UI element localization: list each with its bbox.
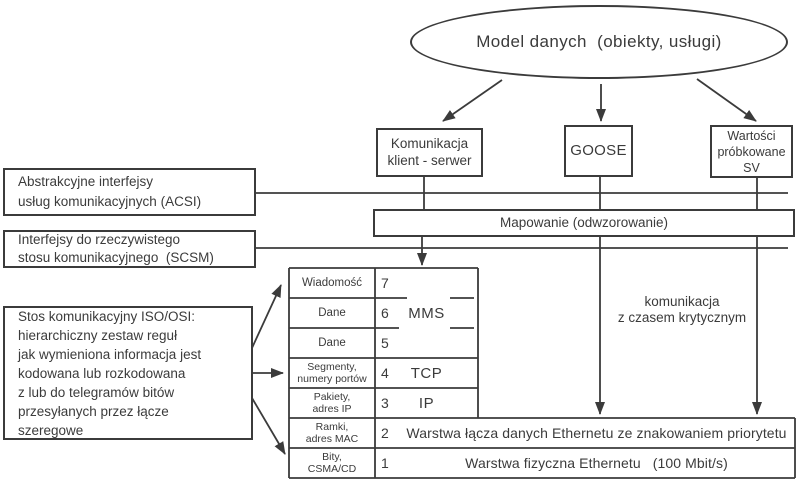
layer6-number-text: 6 — [381, 305, 389, 321]
osi-line-5: z lub do telegramów bitów — [18, 384, 175, 400]
layer1-description-text: Warstwa fizyczna Ethernetu (100 Mbit/s) — [465, 455, 728, 471]
layer4-number-text: 4 — [381, 365, 389, 381]
acsi-panel: Abstrakcyjne interfejsy usług komunikacy… — [3, 168, 256, 216]
mapping-label: Mapowanie (odwzorowanie) — [499, 214, 669, 230]
layer5-number: 5 — [381, 328, 401, 358]
layer2-label-line2: adres MAC — [305, 433, 359, 445]
sampled-values-box: Wartości próbkowane SV — [710, 125, 793, 178]
layer7-label-cell: Wiadomość — [289, 268, 375, 298]
sv-line1: Wartości — [727, 128, 776, 143]
layer1-number: 1 — [381, 448, 401, 478]
data-model-ellipse: Model danych (obiekty, usługi) — [410, 5, 788, 79]
scsm-line1: Interfejsy do rzeczywistego — [18, 232, 181, 247]
osi-line-7: szeregowe — [18, 422, 84, 438]
stack-table-mms-partial-separators — [375, 297, 474, 329]
arrow-osi-bottom — [251, 397, 286, 455]
critical-time-note: komunikacja z czasem krytycznym — [582, 292, 782, 328]
osi-stack-panel: Stos komunikacyjny ISO/OSI: hierarchiczn… — [3, 306, 253, 440]
arrow-model-to-sv — [696, 78, 757, 122]
osi-line-2: hierarchiczny zestaw reguł — [18, 327, 178, 343]
layer6-number: 6 — [381, 298, 401, 328]
layer1-label-line1: Bity, — [322, 451, 342, 463]
critical-time-line2: z czasem krytycznym — [617, 310, 747, 325]
osi-line-6: przesyłanych przez łącze — [18, 403, 169, 419]
layer5-number-text: 5 — [381, 335, 389, 351]
mapping-box: Mapowanie (odwzorowanie) — [373, 209, 795, 237]
layer3-label-cell: Pakiety, adres IP — [289, 388, 375, 418]
acsi-line1: Abstrakcyjne interfejsy — [18, 174, 154, 189]
layer7-number: 7 — [381, 268, 401, 298]
layer4-label-line1: Segmenty, — [307, 361, 357, 373]
data-model-label: Model danych (obiekty, usługi) — [476, 32, 722, 52]
goose-box: GOOSE — [564, 125, 633, 177]
layer3-label-line2: adres IP — [312, 403, 352, 415]
layer6-label-cell: Dane — [289, 298, 375, 328]
osi-line-3: jak wymieniona informacja jest — [18, 346, 202, 362]
osi-line-4: kodowana lub rozkodowana — [18, 365, 186, 381]
mms-protocol-label: MMS — [375, 298, 478, 328]
critical-time-line1: komunikacja — [644, 294, 720, 309]
arrow-model-to-client-server — [442, 79, 503, 122]
client-server-box: Komunikacja klient - serwer — [376, 128, 483, 177]
layer2-description: Warstwa łącza danych Ethernetu ze znakow… — [398, 418, 795, 448]
layer7-label: Wiadomość — [301, 277, 363, 289]
layer2-label-cell: Ramki, adres MAC — [289, 418, 375, 448]
layer4-label-cell: Segmenty, numery portów — [289, 358, 375, 388]
layer1-number-text: 1 — [381, 455, 389, 471]
layer4-label-line2: numery portów — [297, 373, 367, 385]
stack-table-grid — [288, 267, 796, 479]
scsm-panel: Interfejsy do rzeczywistego stosu komuni… — [3, 230, 256, 268]
client-server-line1: Komunikacja — [390, 135, 469, 151]
layer1-label-cell: Bity, CSMA/CD — [289, 448, 375, 478]
layer7-number-text: 7 — [381, 275, 389, 291]
sv-line2: próbkowane — [717, 144, 786, 159]
layer2-number: 2 — [381, 418, 401, 448]
arrow-osi-top — [251, 284, 282, 349]
layer5-label-cell: Dane — [289, 328, 375, 358]
layer1-label-line2: CSMA/CD — [307, 463, 357, 475]
acsi-line2: usług komunikacyjnych (ACSI) — [18, 194, 202, 209]
layer3-label-line1: Pakiety, — [313, 391, 351, 403]
layer5-label: Dane — [318, 337, 346, 349]
layer4-number: 4 — [381, 358, 401, 388]
ip-protocol-label: IP — [375, 388, 478, 418]
tcp-text: TCP — [410, 364, 443, 382]
scsm-line2: stosu komunikacyjnego (SCSM) — [18, 250, 214, 265]
layer6-label: Dane — [318, 307, 346, 319]
client-server-line2: klient - serwer — [387, 152, 472, 168]
layer2-number-text: 2 — [381, 425, 389, 441]
layer1-description: Warstwa fizyczna Ethernetu (100 Mbit/s) — [398, 448, 795, 478]
goose-label: GOOSE — [570, 141, 627, 159]
sv-line3: SV — [743, 160, 760, 175]
layer3-number: 3 — [381, 388, 401, 418]
layer2-label-line1: Ramki, — [315, 421, 349, 433]
mms-text: MMS — [408, 304, 445, 322]
layer2-description-text: Warstwa łącza danych Ethernetu ze znakow… — [406, 425, 787, 441]
osi-line-1: Stos komunikacyjny ISO/OSI: — [18, 308, 196, 324]
layer3-number-text: 3 — [381, 395, 389, 411]
ip-text: IP — [418, 394, 435, 412]
tcp-protocol-label: TCP — [375, 358, 478, 388]
